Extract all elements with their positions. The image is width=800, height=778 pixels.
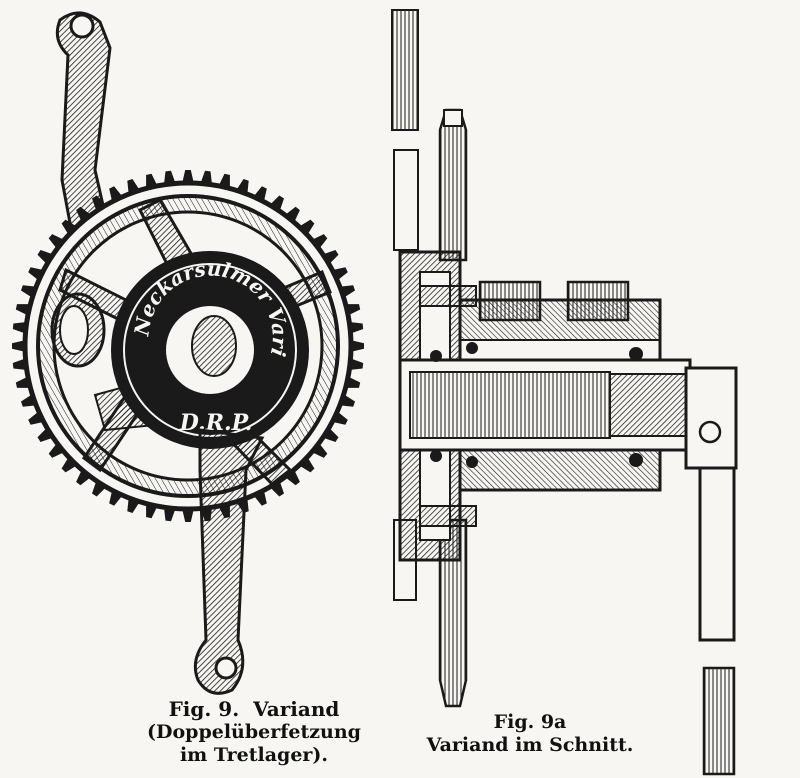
ball-bearings	[430, 342, 643, 468]
crank-section-upper	[438, 108, 468, 262]
lower-crank-arm	[193, 428, 265, 695]
figure-9-title: Variand	[253, 697, 340, 721]
figure-9-chainwheel: Neckarsulmer Variand D.R.P.	[0, 0, 380, 778]
figure-9a-section	[378, 0, 800, 778]
section-drawing	[391, 9, 738, 776]
figure-9-number: Fig. 9.	[168, 697, 240, 721]
figure-9a-caption-line2: Variand im Schnitt.	[426, 733, 634, 756]
figure-9-caption-line3: im Tretlager).	[179, 743, 329, 766]
figure-9a-number: Fig. 9a	[493, 711, 567, 733]
chainwheel-drawing: Neckarsulmer Variand D.R.P.	[0, 0, 364, 695]
axle-section	[398, 358, 692, 452]
right-crank-section	[684, 366, 738, 776]
bolts	[419, 285, 477, 527]
figure-9-caption: Fig. 9. Variand (Doppelüberfetzung im Tr…	[124, 697, 384, 767]
figure-9-caption-line2: (Doppelüberfetzung	[147, 721, 361, 743]
figure-9a-caption: Fig. 9a Variand im Schnitt.	[400, 711, 660, 757]
